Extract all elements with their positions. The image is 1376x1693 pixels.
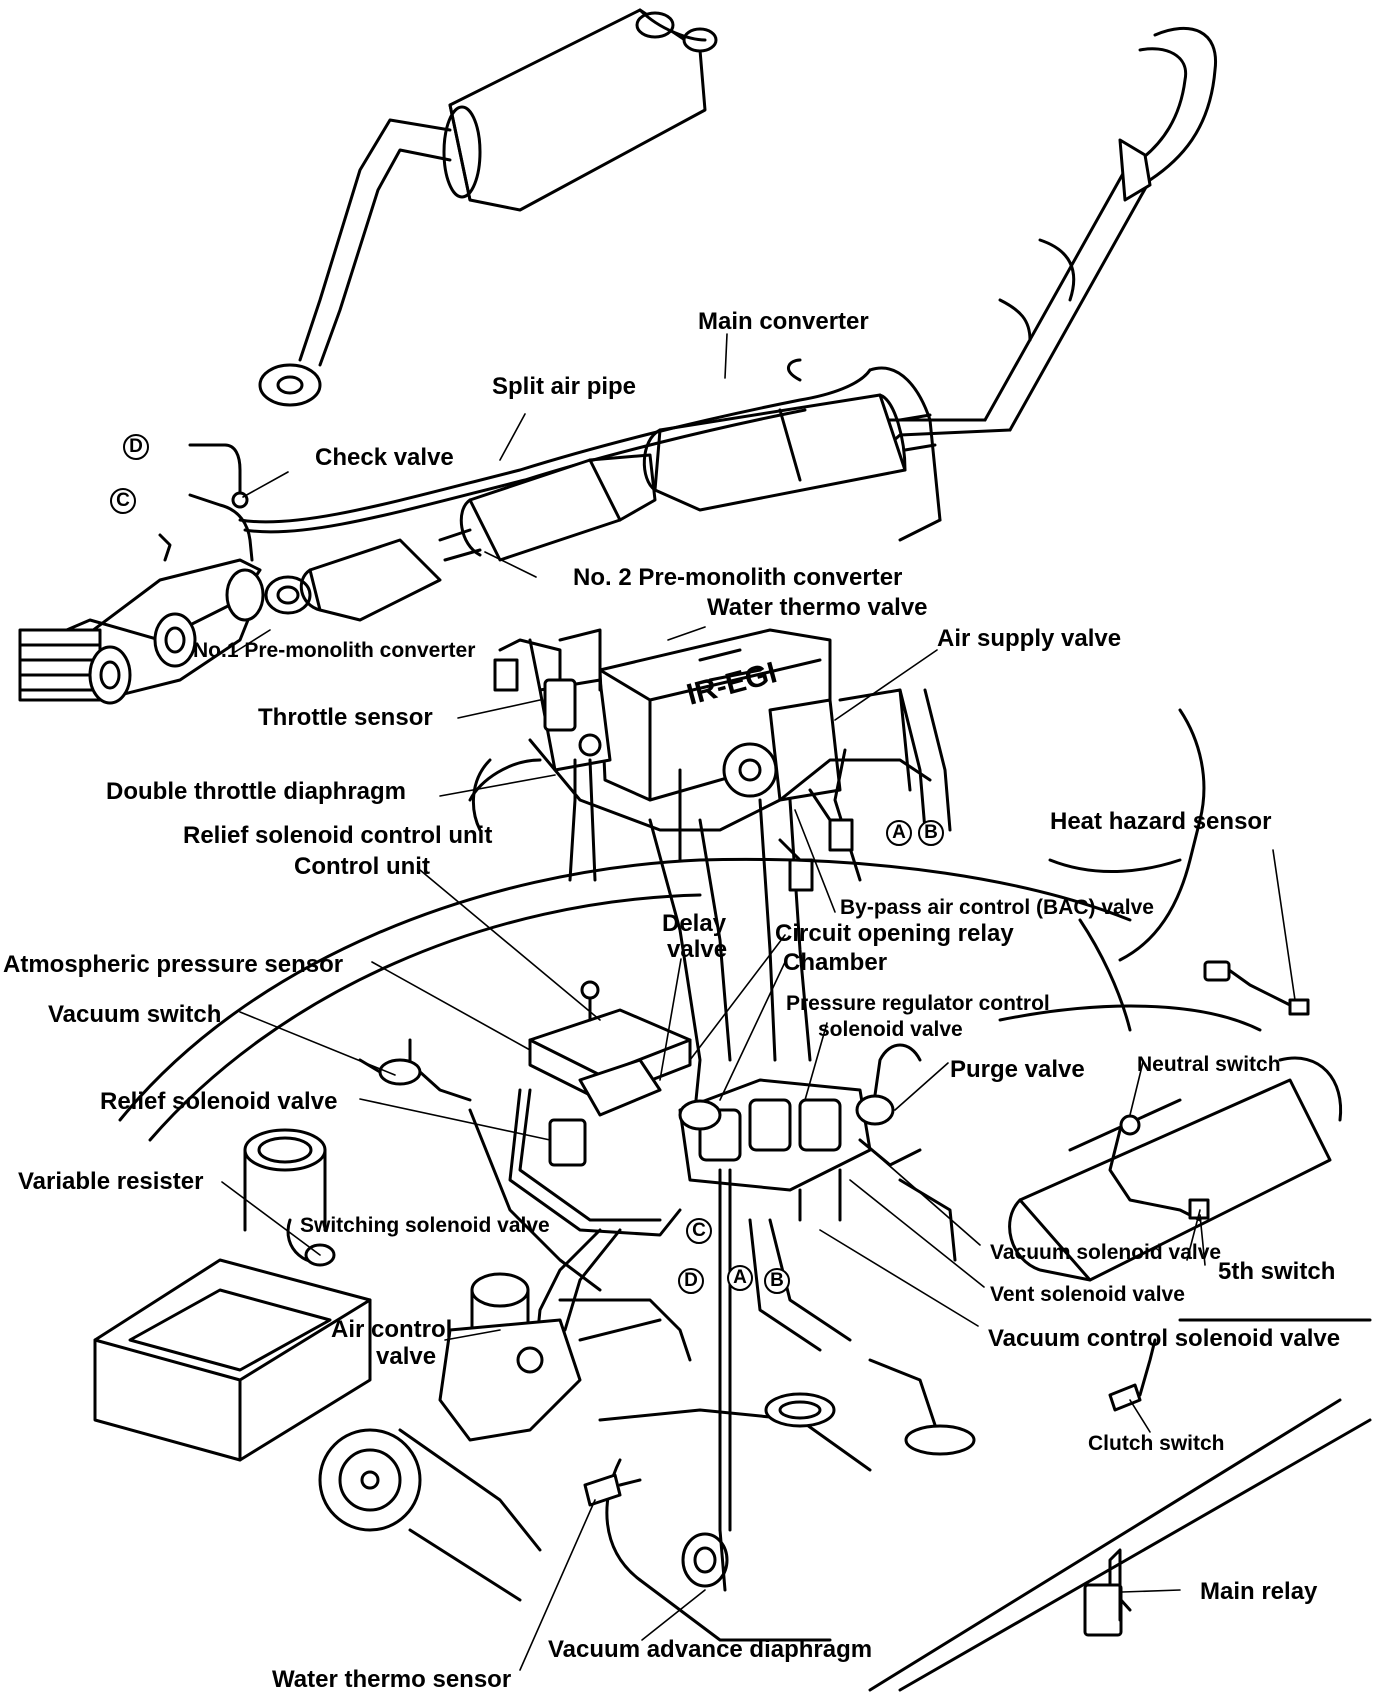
main-relay-body <box>1083 1548 1132 1637</box>
no2-pre-monolith <box>438 453 657 562</box>
lower-engine <box>318 1358 976 1642</box>
neutral-switch-body <box>1108 1114 1202 1222</box>
fifth-switch-body <box>1188 1198 1210 1220</box>
label-fifth-switch: 5th switch <box>1218 1258 1336 1285</box>
main-converter <box>642 393 937 512</box>
label-main-converter: Main converter <box>698 308 869 335</box>
control-unit-box <box>528 980 692 1117</box>
muffler <box>442 8 718 212</box>
exhaust-manifold <box>18 533 265 705</box>
no1-pre-monolith <box>264 538 442 622</box>
label-relief-solenoid-control-unit: Relief solenoid control unit <box>183 822 493 849</box>
label-chamber: Chamber <box>783 949 888 976</box>
label-vacuum-solenoid-valve: Vacuum solenoid valve <box>990 1241 1222 1264</box>
leader-lines <box>221 333 1296 1671</box>
connector-marker-d: D <box>123 434 149 460</box>
tail-pipe <box>258 118 452 407</box>
label-water-thermo-valve: Water thermo valve <box>707 594 928 621</box>
label-air-control-valve-line1: Air control <box>331 1316 453 1343</box>
air-control-valve-body <box>438 1272 692 1442</box>
label-vacuum-switch: Vacuum switch <box>48 1001 222 1028</box>
vacuum-advance-body <box>681 1528 729 1592</box>
label-variable-resister: Variable resister <box>18 1168 204 1195</box>
label-control-unit: Control unit <box>294 853 430 880</box>
label-delay-valve-line1: Delay <box>662 910 727 937</box>
label-no2-pre-monolith: No. 2 Pre-monolith converter <box>573 564 903 591</box>
water-thermo-sensor-body <box>583 1473 642 1507</box>
label-switching-solenoid-valve: Switching solenoid valve <box>300 1214 550 1237</box>
vacuum-hoses-upper <box>568 688 952 1162</box>
connector-marker-b: B <box>918 820 944 846</box>
exhaust-pipe <box>858 26 1218 472</box>
solenoid-cluster <box>678 1043 922 1222</box>
label-circuit-opening-relay: Circuit opening relay <box>775 920 1014 947</box>
label-vacuum-control-solenoid-valve: Vacuum control solenoid valve <box>988 1325 1341 1352</box>
split-air-pipe <box>238 358 942 542</box>
air-supply-valve-body <box>722 688 912 802</box>
label-vent-solenoid-valve: Vent solenoid valve <box>990 1283 1185 1306</box>
label-main-relay: Main relay <box>1200 1578 1318 1605</box>
label-pressure-regulator-line2: solenoid valve <box>818 1018 963 1041</box>
connector-marker-b-lower: B <box>764 1268 790 1294</box>
label-vacuum-advance-diaphragm: Vacuum advance diaphragm <box>548 1636 873 1663</box>
connector-marker-d-lower: D <box>678 1268 704 1294</box>
label-bac-valve: By-pass air control (BAC) valve <box>840 896 1154 919</box>
connector-marker-a-lower: A <box>727 1265 753 1291</box>
label-air-control-valve-line2: valve <box>376 1343 437 1370</box>
label-neutral-switch: Neutral switch <box>1137 1053 1281 1076</box>
fender-outline <box>118 708 1372 1692</box>
label-water-thermo-sensor: Water thermo sensor <box>272 1666 512 1693</box>
label-check-valve: Check valve <box>315 444 454 471</box>
vacuum-switch-body <box>358 1038 472 1102</box>
reservoir <box>243 1128 336 1267</box>
connector-marker-c: C <box>110 488 136 514</box>
label-no1-pre-monolith: No.1 Pre-monolith converter <box>193 639 476 662</box>
label-purge-valve: Purge valve <box>950 1056 1085 1083</box>
air-cleaner <box>93 1258 372 1462</box>
label-atmospheric-pressure-sensor: Atmospheric pressure sensor <box>3 951 344 978</box>
label-split-air-pipe: Split air pipe <box>492 373 637 400</box>
label-throttle-sensor: Throttle sensor <box>258 704 433 731</box>
transmission <box>1008 1056 1343 1282</box>
check-valve-tubes <box>188 443 254 562</box>
connector-plugs <box>493 638 854 892</box>
label-air-supply-valve: Air supply valve <box>937 625 1122 652</box>
heat-hazard-sensor-body <box>1203 960 1310 1016</box>
relief-solenoid <box>508 1088 682 1237</box>
label-clutch-switch: Clutch switch <box>1088 1432 1225 1455</box>
label-heat-hazard-sensor: Heat hazard sensor <box>1050 808 1272 835</box>
label-pressure-regulator-line1: Pressure regulator control <box>786 992 1050 1015</box>
connector-marker-a: A <box>886 820 912 846</box>
connector-marker-c-lower: C <box>686 1218 712 1244</box>
label-delay-valve-line2: valve <box>667 936 728 963</box>
label-double-throttle-diaphragm: Double throttle diaphragm <box>106 778 406 805</box>
clutch-switch-body <box>1108 1338 1157 1412</box>
vacuum-hoses-lower <box>468 1108 957 1532</box>
label-relief-solenoid-valve: Relief solenoid valve <box>100 1088 338 1115</box>
